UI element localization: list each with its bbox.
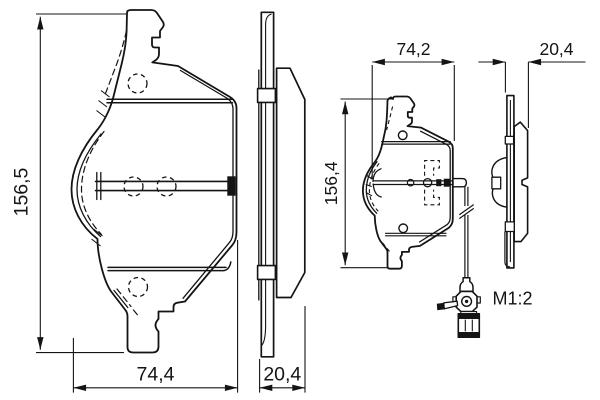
connector-latch-tip	[436, 302, 445, 311]
inner-edge-lower-left	[113, 289, 129, 309]
outer-pad-side-view	[256, 11, 306, 358]
wire-break-gap	[460, 206, 473, 215]
dim-inner-height: 156,4	[321, 98, 393, 269]
wire-bracket	[452, 177, 468, 188]
inner-pad-side-view	[491, 94, 529, 269]
extension-lines	[504, 62, 529, 128]
dim-outer-thickness: 20,4	[259, 306, 306, 393]
inner-side-clip-top	[504, 135, 515, 145]
extension-lines	[340, 98, 393, 269]
hole-bottom	[127, 276, 149, 298]
hole-middle-right	[156, 176, 177, 197]
hole-top	[127, 73, 148, 94]
spring-pin	[94, 180, 229, 192]
hole-middle-left	[123, 176, 144, 197]
inner-hole-top	[397, 130, 408, 141]
inner-pad-front-view	[362, 95, 468, 270]
side-clip-top	[256, 87, 277, 104]
hidden-edge-bottom	[116, 288, 141, 319]
inner-hidden-edges	[368, 106, 394, 253]
pin-clip	[227, 176, 236, 196]
side-backing-plate	[260, 11, 275, 358]
wire-break-symbol	[458, 204, 475, 220]
dim-label-inner-width: 74,2	[396, 39, 430, 59]
extension-lines	[259, 306, 306, 393]
dim-outer-height: 156,5	[11, 13, 127, 354]
inner-side-clip-bottom	[504, 221, 515, 233]
side-clip-bottom	[256, 264, 277, 281]
dim-label-outer-height: 156,5	[11, 167, 33, 216]
connector-band-top	[458, 313, 480, 319]
pin-left-hooks	[372, 168, 382, 198]
connector-eye	[461, 295, 473, 308]
extension-lines	[371, 65, 455, 179]
connector-latch	[442, 300, 459, 310]
pin-left-ticks	[365, 174, 373, 197]
inner-friction-edges	[381, 141, 451, 237]
connector-neck	[459, 277, 474, 293]
connector-ribs	[464, 319, 473, 332]
pin-hole-right	[422, 177, 433, 188]
dim-label-outer-thickness: 20,4	[263, 364, 301, 386]
spring-hatch-ticks	[91, 90, 110, 247]
backing-plate-inner-edge	[179, 69, 234, 299]
sensor-clamp-2	[443, 178, 451, 187]
inner-side-friction	[513, 121, 529, 243]
pin-left-end	[96, 171, 102, 201]
connector-band-bottom	[458, 332, 480, 338]
dim-label-inner-thickness: 20,4	[539, 39, 573, 59]
friction-bottom-edge	[107, 261, 232, 272]
wear-sensor-wire	[458, 186, 475, 278]
sensor-seat-upper	[424, 160, 440, 176]
wear-sensor-connector	[436, 277, 481, 338]
inner-hole-bottom	[398, 223, 409, 234]
side-friction-block	[275, 67, 306, 299]
connector-eye-pin	[464, 299, 469, 304]
sensor-seat-lower	[424, 189, 440, 206]
dim-inner-thickness: 20,4	[478, 39, 586, 128]
inner-side-boot-edge	[504, 231, 511, 268]
hidden-edge-arc	[80, 130, 105, 236]
hidden-edge-top	[104, 30, 127, 95]
sensor-clamp-1	[436, 179, 442, 187]
extension-lines	[36, 13, 127, 354]
friction-top-edge	[106, 98, 234, 104]
extension-lines	[72, 240, 239, 393]
shim-arc	[76, 133, 102, 238]
dim-label-outer-width: 74,4	[137, 364, 175, 386]
dim-outer-width: 74,4	[72, 240, 239, 393]
outer-pad-outline	[70, 9, 238, 354]
outer-pad-front-view	[70, 9, 238, 354]
dim-inner-width: 74,2	[371, 39, 455, 179]
sensor-wire	[464, 186, 469, 278]
inner-pad-outline	[362, 95, 454, 270]
inner-side-pin-end	[491, 176, 502, 190]
pin-hole-left	[406, 178, 415, 187]
scale-label: M1:2	[493, 289, 533, 309]
dim-label-inner-height: 156,4	[321, 161, 341, 205]
